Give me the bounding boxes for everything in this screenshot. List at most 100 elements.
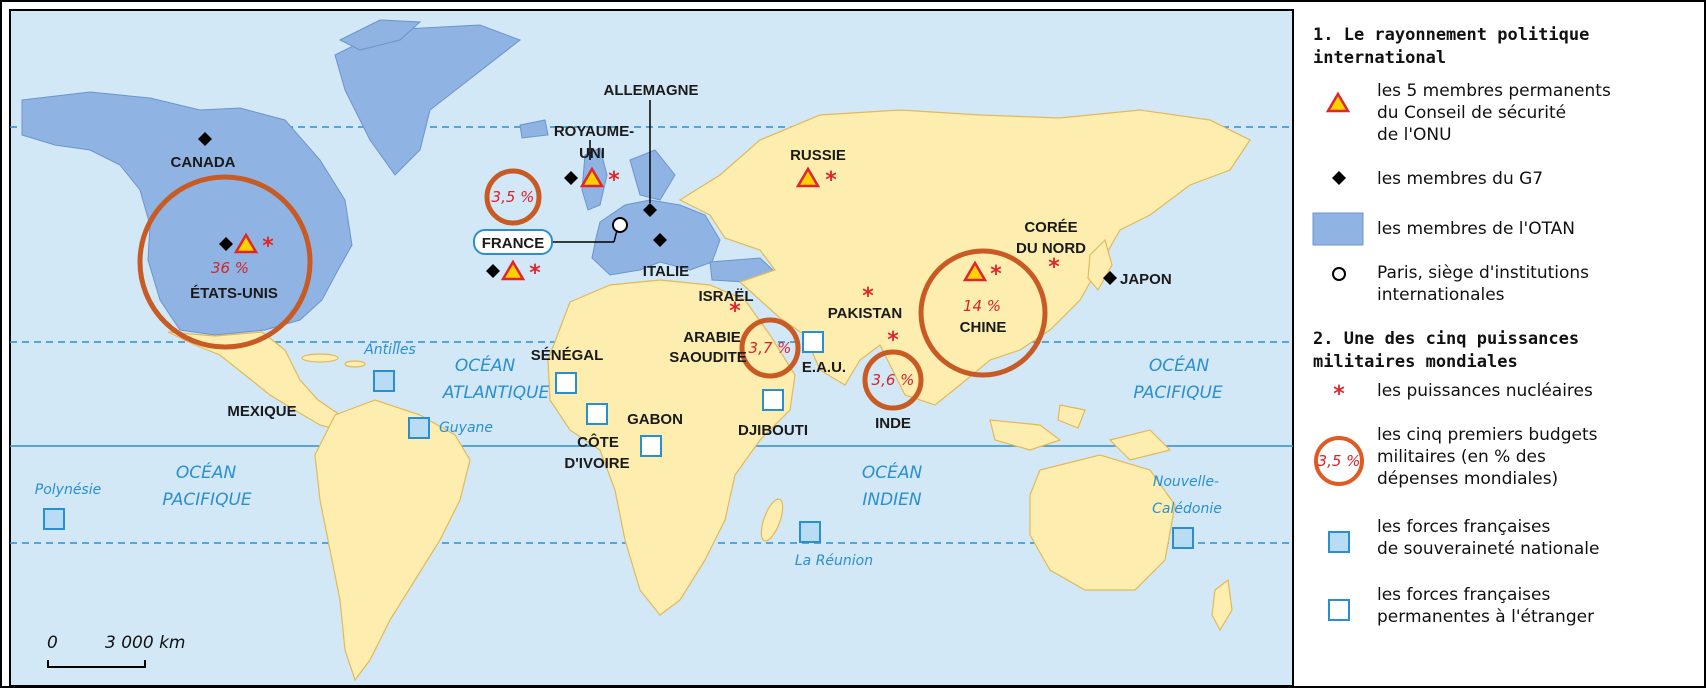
force-sov-antilles	[373, 370, 395, 392]
legend-budget-circle-icon	[1314, 436, 1364, 486]
south-america-shape	[314, 399, 471, 682]
legend-otan: les membres de l'OTAN	[1377, 219, 1575, 239]
force-sov-nc	[1172, 527, 1194, 549]
scale-distance: 3 000 km	[105, 633, 185, 653]
legend-budget-2: militaires (en % des	[1377, 447, 1546, 467]
label-inde: INDE	[875, 415, 911, 432]
legend-budget-3: dépenses mondiales)	[1377, 469, 1558, 489]
legend-sov-square-icon	[1328, 531, 1350, 553]
force-sov-polynesie	[43, 508, 65, 530]
budget-label-chine: 14 %	[963, 297, 1001, 315]
map-panel: CANADA ÉTATS-UNIS MEXIQUE ROYAUME- UNI F…	[9, 9, 1294, 687]
label-ocean-indien-2: INDIEN	[862, 490, 922, 510]
label-etats-unis: ÉTATS-UNIS	[190, 285, 278, 302]
label-france: FRANCE	[482, 235, 545, 252]
france-label-box	[473, 229, 553, 255]
borneo-shape	[1057, 404, 1086, 429]
legend-nuclear: les puissances nucléaires	[1377, 381, 1593, 401]
label-pakistan: PAKISTAN	[828, 305, 902, 322]
label-ocean-pacifique-e-1: OCÉAN	[1149, 354, 1210, 376]
label-nc-2: Calédonie	[1152, 501, 1222, 517]
cuba-shape	[301, 353, 339, 363]
label-eau: E.A.U.	[802, 359, 846, 376]
force-sov-guyane	[408, 417, 430, 439]
budget-circle-chine	[918, 248, 1048, 378]
legend-paris-1: Paris, siège d'institutions	[1377, 263, 1589, 283]
budget-circle-france	[484, 168, 542, 226]
label-antilles: Antilles	[363, 342, 416, 358]
label-ocean-pacifique-e-2: PACIFIQUE	[1133, 383, 1223, 403]
label-coree-2: DU NORD	[1016, 240, 1086, 257]
legend-panel: 1. Le rayonnement politique internationa…	[1312, 25, 1611, 627]
greenland-shape	[334, 24, 522, 176]
scale-zero: 0	[47, 633, 58, 653]
force-perm-eau	[802, 331, 824, 353]
budget-label-france: 3,5 %	[492, 188, 535, 206]
label-djibouti: DJIBOUTI	[738, 422, 808, 439]
label-russie: RUSSIE	[790, 147, 846, 164]
label-senegal: SÉNÉGAL	[531, 347, 604, 364]
label-cote-1: CÔTE	[577, 433, 619, 451]
label-japon: JAPON	[1120, 271, 1172, 288]
nuclear-marker-uk	[608, 168, 621, 193]
label-guyane: Guyane	[439, 420, 493, 436]
legend-budget-1: les cinq premiers budgets	[1377, 425, 1598, 445]
legend-budget-sample: 3,5 %	[1318, 452, 1361, 470]
label-ocean-pacifique-w-2: PACIFIQUE	[162, 490, 252, 510]
label-italie: ITALIE	[643, 263, 689, 280]
label-arabie-1: ARABIE	[683, 329, 741, 346]
force-sov-reunion	[799, 521, 821, 543]
australia-shape	[1029, 454, 1176, 591]
label-gabon: GABON	[627, 411, 683, 428]
madagascar-shape	[760, 498, 784, 542]
force-perm-gabon	[640, 435, 662, 457]
legend-paris-2: internationales	[1377, 285, 1505, 305]
hispaniola-shape	[344, 360, 366, 368]
budget-label-inde: 3,6 %	[872, 371, 915, 389]
nuclear-marker-france	[529, 261, 542, 286]
legend-sov-2: de souveraineté nationale	[1377, 539, 1599, 559]
nuclear-marker-chine	[990, 262, 1003, 287]
legend-g7: les membres du G7	[1377, 169, 1543, 189]
label-cote-2: D'IVOIRE	[564, 455, 629, 472]
nuclear-marker-inde	[887, 328, 900, 353]
label-arabie-2: SAOUDITE	[669, 349, 747, 366]
africa-shape	[547, 279, 796, 616]
legend-sov-1: les forces françaises	[1377, 517, 1550, 537]
legend-section1-title-2: international	[1313, 48, 1446, 68]
label-canada: CANADA	[171, 154, 236, 171]
label-allemagne: ALLEMAGNE	[604, 82, 699, 99]
scale-bar	[47, 660, 146, 668]
label-mexique: MEXIQUE	[227, 403, 296, 420]
force-perm-djibouti	[762, 389, 784, 411]
label-coree-1: CORÉE	[1024, 219, 1077, 236]
force-perm-cote-ivoire	[586, 403, 608, 425]
nuclear-marker-russie	[825, 168, 838, 193]
label-royaume-uni-2: UNI	[579, 145, 605, 162]
budget-label-arabie: 3,7 %	[749, 339, 792, 357]
legend-otan-swatch	[1312, 212, 1364, 246]
legend-perm-1: les forces françaises	[1377, 585, 1550, 605]
legend-permanent-1: les 5 membres permanents	[1377, 81, 1611, 101]
label-nc-1: Nouvelle-	[1153, 474, 1219, 490]
label-reunion: La Réunion	[795, 553, 873, 569]
arctic-island-shape	[338, 19, 422, 51]
label-ocean-indien-1: OCÉAN	[862, 461, 923, 483]
legend-perm-square-icon	[1328, 599, 1350, 621]
legend-section1-title-1: 1. Le rayonnement politique	[1313, 25, 1589, 45]
legend-section2-title-2: militaires mondiales	[1313, 352, 1518, 372]
legend-paris-icon	[1332, 267, 1346, 281]
budget-circle-usa	[137, 174, 313, 350]
new-zealand-shape	[1211, 578, 1233, 632]
paris-marker	[612, 217, 628, 233]
nuclear-marker-usa	[262, 234, 275, 259]
legend-asterisk-icon	[1333, 382, 1346, 407]
label-chine: CHINE	[960, 319, 1007, 336]
label-polynesie: Polynésie	[35, 482, 101, 498]
scandinavia-shape	[629, 149, 676, 201]
iceland-shape	[519, 119, 549, 139]
indonesia-shape	[989, 419, 1062, 451]
legend-section2-title-1: 2. Une des cinq puissances	[1313, 329, 1579, 349]
legend-perm-2: permanentes à l'étranger	[1377, 607, 1594, 627]
